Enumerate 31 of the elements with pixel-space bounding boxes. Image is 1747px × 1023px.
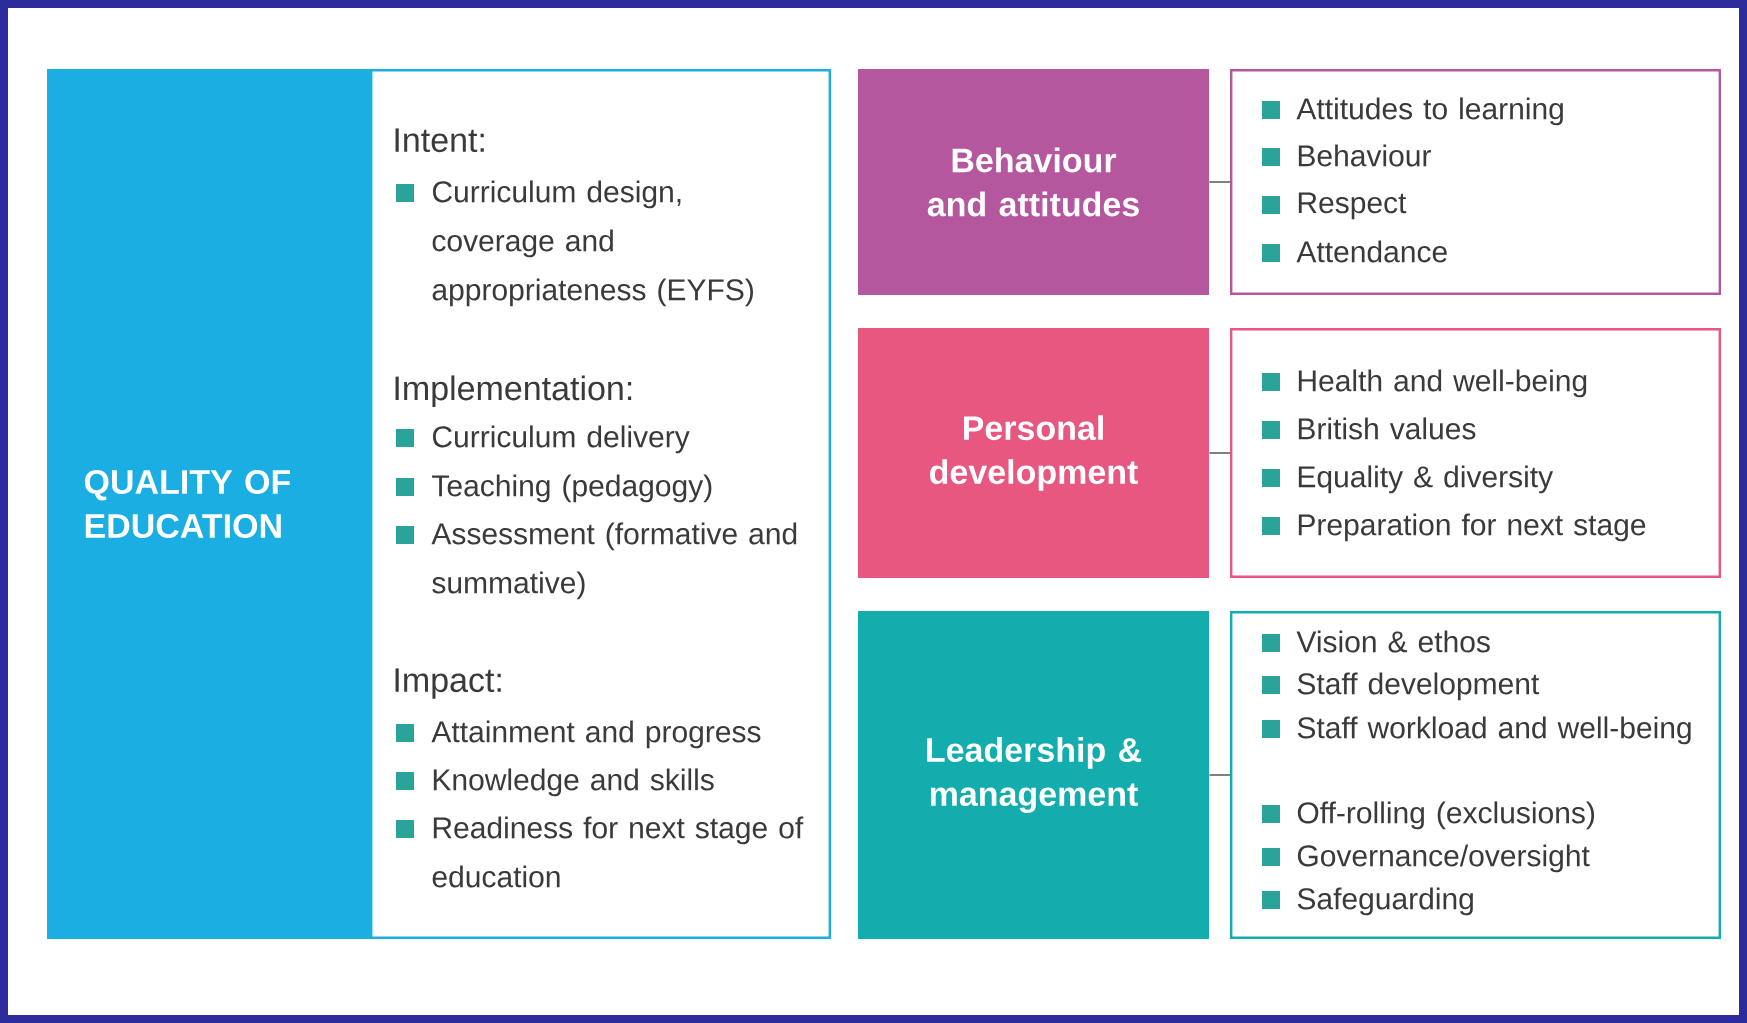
list-item: Safeguarding [1297, 887, 1473, 916]
list-item: Attitudes to learning [1296, 97, 1563, 126]
list-item: Behaviour [1298, 144, 1431, 167]
list-item: Attainment and progress [431, 720, 761, 749]
list-item: Vision & ethos [1296, 630, 1490, 653]
section-heading: Impact: [395, 668, 501, 699]
list-item: Staff workload and well-being [1297, 716, 1691, 745]
connector-line [1208, 452, 1231, 454]
category-box: Behaviour and attitudes [858, 69, 1209, 295]
list-item: Curriculum design, coverage and appropriateness (EYFS) [432, 180, 753, 307]
connector-line [1208, 774, 1231, 776]
list-item: Preparation for next stage [1298, 513, 1646, 542]
list-item: Respect [1298, 192, 1407, 220]
connector-line [1208, 181, 1231, 183]
list-item: Staff development [1297, 672, 1540, 701]
section-heading: Implementation: [395, 375, 632, 408]
category-box: QUALITY OF EDUCATION [47, 69, 370, 939]
list-item: Assessment (formative and summative) [431, 522, 797, 600]
list-item: Off-rolling (exclusions) [1297, 801, 1595, 830]
list-item: Curriculum delivery [432, 425, 690, 454]
list-item: Readiness for next stage of education [432, 816, 804, 888]
list-item: Health and well-being [1298, 369, 1587, 398]
list-item: Teaching (pedagogy) [432, 474, 712, 503]
category-box: Leadership & management [858, 611, 1209, 939]
category-box: Personal development [858, 328, 1209, 578]
list-item: Knowledge and skills [433, 768, 714, 797]
section-heading: Intent: [395, 128, 484, 153]
list-item: British values [1298, 417, 1476, 440]
list-item: Attendance [1296, 240, 1447, 263]
list-item: Governance/oversight [1297, 844, 1590, 873]
list-item: Equality & diversity [1298, 465, 1554, 494]
